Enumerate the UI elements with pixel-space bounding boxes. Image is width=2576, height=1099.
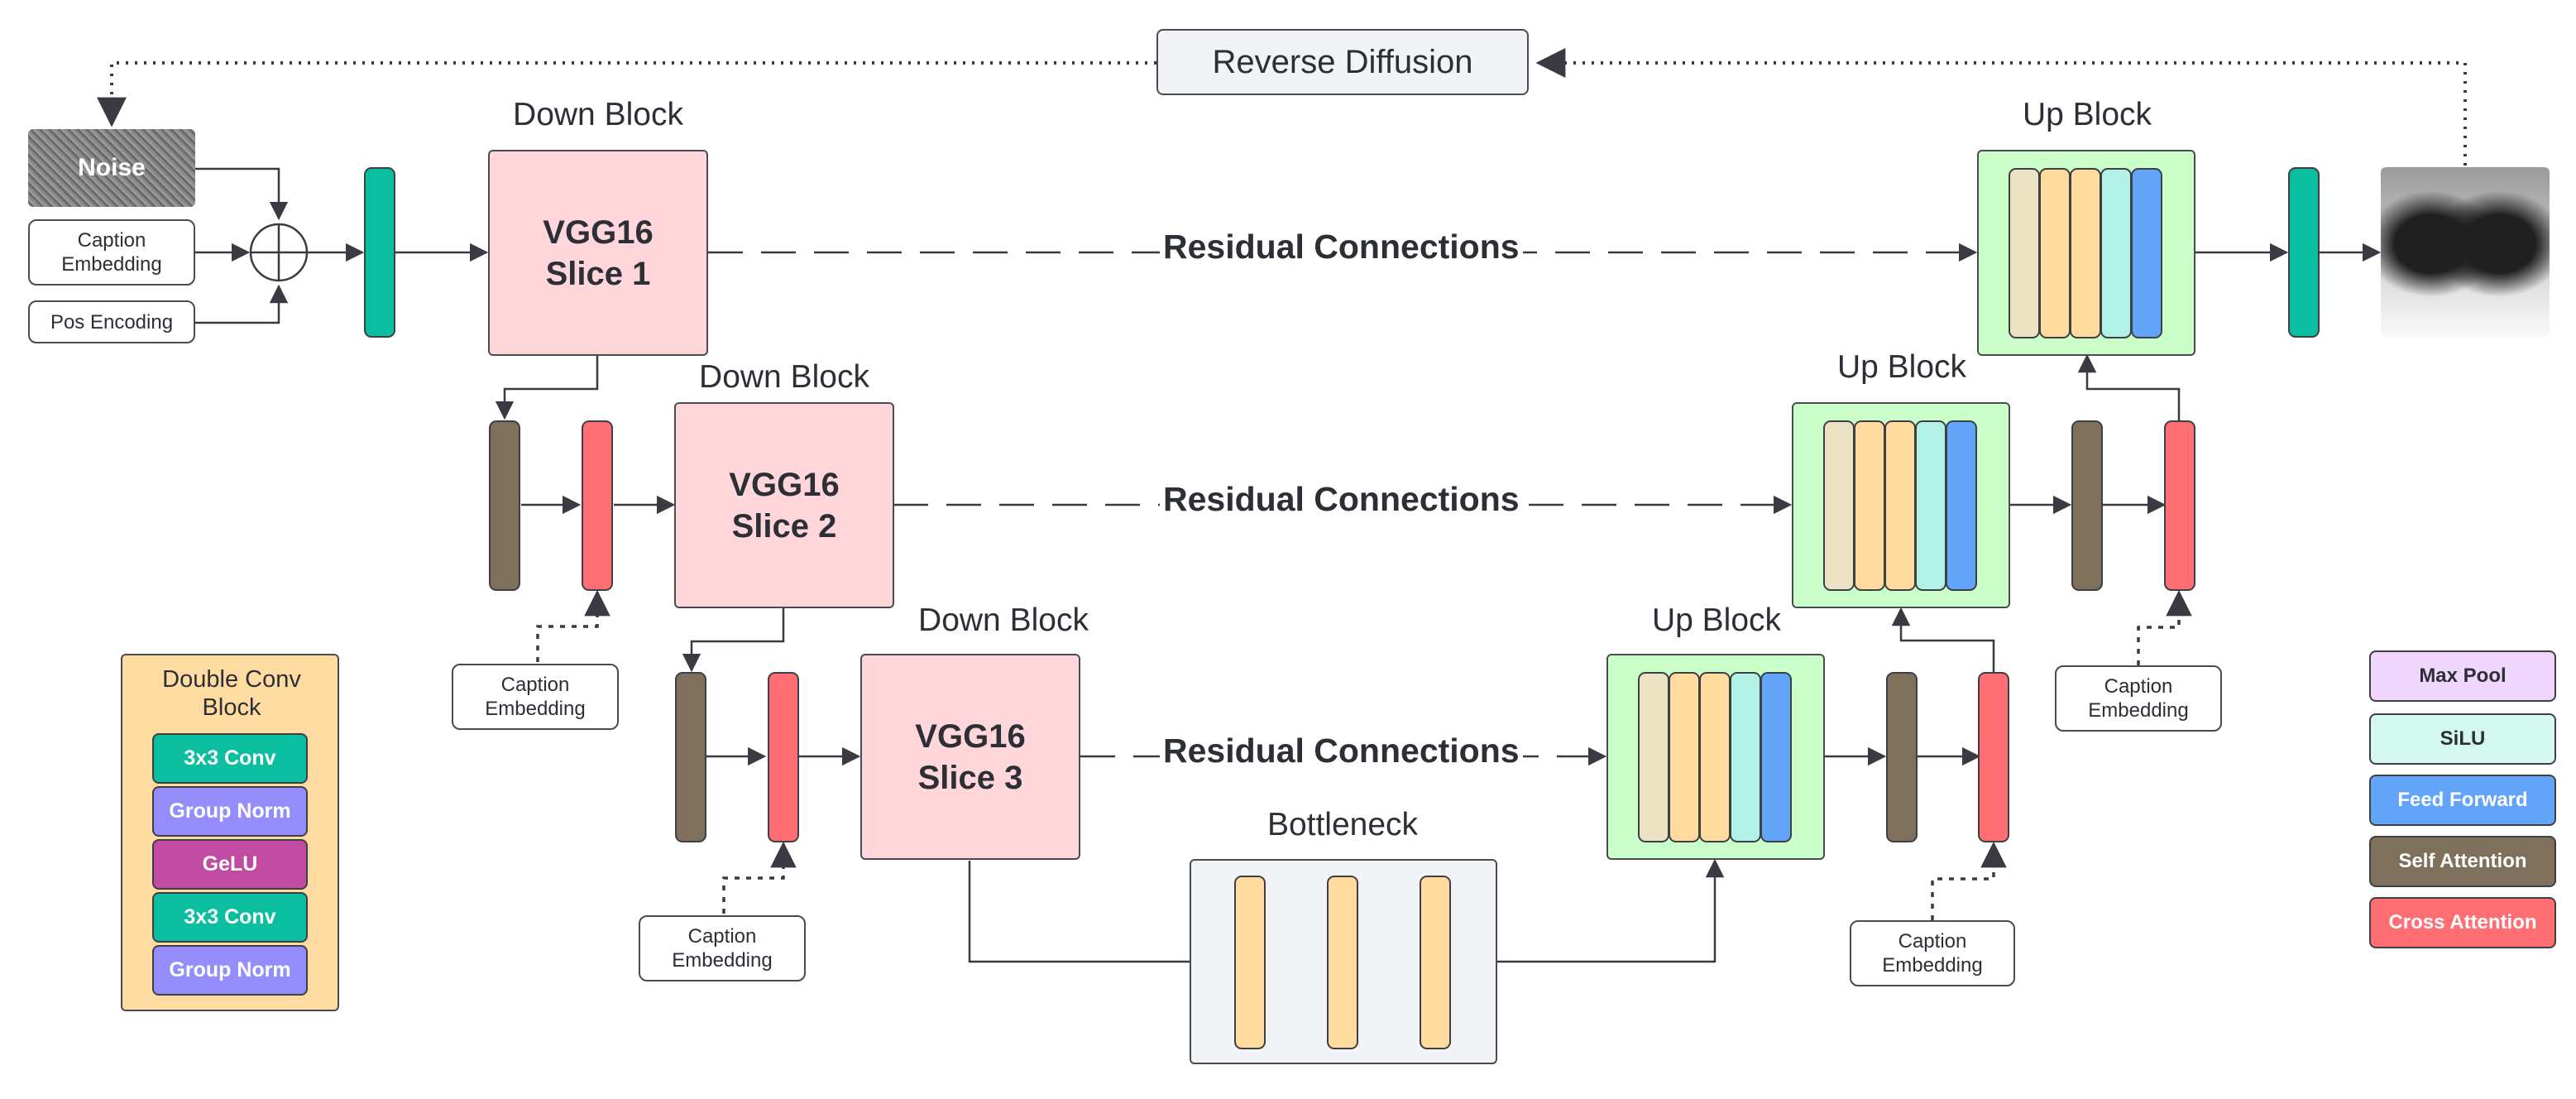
caption-r3-to-cross [1931,841,2007,920]
caption-embedding-up-2: Caption Embedding [2055,665,2222,732]
up1-layer-4 [2100,168,2132,338]
residual-connections-3: Residual Connections [1160,732,1523,770]
down3-to-bottleneck [968,861,1237,972]
caption-embedding-up-2-label: Caption Embedding [2088,675,2189,722]
caption-embedding-down-3-label: Caption Embedding [672,925,773,972]
up-block-2-title: Up Block [1836,349,1967,385]
caption-embedding-up-3: Caption Embedding [1850,920,2015,986]
up-block-1-title: Up Block [2022,97,2152,132]
up-block-3-title: Up Block [1651,602,1782,638]
bottleneck-to-up3 [1451,858,1725,963]
down-block-3-title: Down Block [918,602,1089,638]
up1-layer-5 [2131,168,2162,338]
cross3-to-up2 [1891,607,1995,672]
reverse-diffusion-label: Reverse Diffusion [1212,43,1473,80]
legend-feed-forward: Feed Forward [2369,775,2556,826]
residual-connections-2: Residual Connections [1160,480,1523,519]
caption-embedding-label: Caption Embedding [61,229,162,276]
up1-layer-1 [2009,168,2040,338]
entry-conv-block [364,167,395,338]
down2-to-level3 [682,608,785,673]
up2-layer-4 [1915,420,1946,591]
up-block-1 [1977,150,2195,356]
up1-layer-2 [2039,168,2071,338]
caption-r2-to-cross [2137,589,2192,665]
up3-layer-3 [1699,672,1731,842]
legend-self-attention: Self Attention [2369,836,2556,887]
cross-attention-up-2 [2164,420,2195,591]
up3-layer-2 [1669,672,1700,842]
noise-to-sum [195,167,289,221]
cross-attention-down-3 [768,672,799,842]
residual-connections-1: Residual Connections [1160,228,1523,266]
double-conv-title: Double Conv Block [162,666,301,721]
up2-layer-1 [1823,420,1855,591]
caption-embedding-down-2-label: Caption Embedding [485,674,586,720]
up2-layer-3 [1884,420,1916,591]
output-xray-image [2381,167,2550,338]
bottleneck-conv-3 [1420,876,1451,1049]
bottleneck-conv-1 [1234,876,1266,1049]
reverse-diffusion-line-left [97,61,1156,127]
vgg16-slice-3-label: VGG16 Slice 3 [915,717,1026,796]
vgg16-slice-3: VGG16 Slice 3 [860,654,1080,860]
up3-layer-5 [1760,672,1792,842]
dc-layer-group-norm-1: Group Norm [152,786,308,837]
legend-cross-attention: Cross Attention [2369,897,2556,948]
reverse-diffusion-line-right [1535,48,2467,166]
cross-attention-up-3 [1978,672,2009,842]
up-block-3 [1606,654,1825,860]
up3-layer-4 [1730,672,1761,842]
pos-encoding-input: Pos Encoding [28,300,195,343]
noise-input: Noise [28,129,195,207]
caption-embedding-down-3: Caption Embedding [639,915,806,981]
vgg16-slice-1: VGG16 Slice 1 [488,150,708,356]
legend-max-pool: Max Pool [2369,650,2556,702]
pos-encoding-label: Pos Encoding [50,310,174,334]
cross-attention-down-2 [582,420,613,591]
up2-layer-2 [1854,420,1885,591]
up3-layer-1 [1638,672,1669,842]
vgg16-slice-2: VGG16 Slice 2 [674,402,894,608]
self-attention-down-3 [675,672,706,842]
cross2-to-up1 [2077,353,2181,420]
up1-layer-3 [2070,168,2101,338]
dc-layer-conv-2: 3x3 Conv [152,892,308,943]
exit-conv-block [2288,167,2320,338]
dc-layer-gelu: GeLU [152,839,308,890]
bottleneck-conv-2 [1327,876,1358,1049]
dc-layer-group-norm-2: Group Norm [152,945,308,996]
self-attention-up-3 [1886,672,1918,842]
bottleneck-title: Bottleneck [1266,807,1419,842]
self-attention-down-2 [489,420,520,591]
noise-label: Noise [78,154,146,181]
down-block-1-title: Down Block [513,97,683,132]
vgg16-slice-1-label: VGG16 Slice 1 [543,214,654,292]
caption3-to-cross [722,841,797,914]
reverse-diffusion-box: Reverse Diffusion [1156,29,1529,95]
vgg16-slice-2-label: VGG16 Slice 2 [729,466,840,545]
legend-silu: SiLU [2369,713,2556,765]
caption-embedding-up-3-label: Caption Embedding [1882,930,1983,977]
bottleneck-block [1190,859,1497,1064]
caption-embedding-input: Caption Embedding [28,219,195,286]
double-conv-block: Double Conv Block 3x3 Conv Group Norm Ge… [121,654,339,1011]
pos-to-sum [195,284,289,324]
down1-to-level2 [495,356,599,420]
down-block-2-title: Down Block [699,359,869,395]
caption2-to-cross [536,589,610,662]
caption-embedding-down-2: Caption Embedding [452,664,619,730]
self-attention-up-2 [2071,420,2103,591]
up2-layer-5 [1946,420,1977,591]
dc-layer-conv-1: 3x3 Conv [152,733,308,784]
up-block-2 [1792,402,2010,608]
